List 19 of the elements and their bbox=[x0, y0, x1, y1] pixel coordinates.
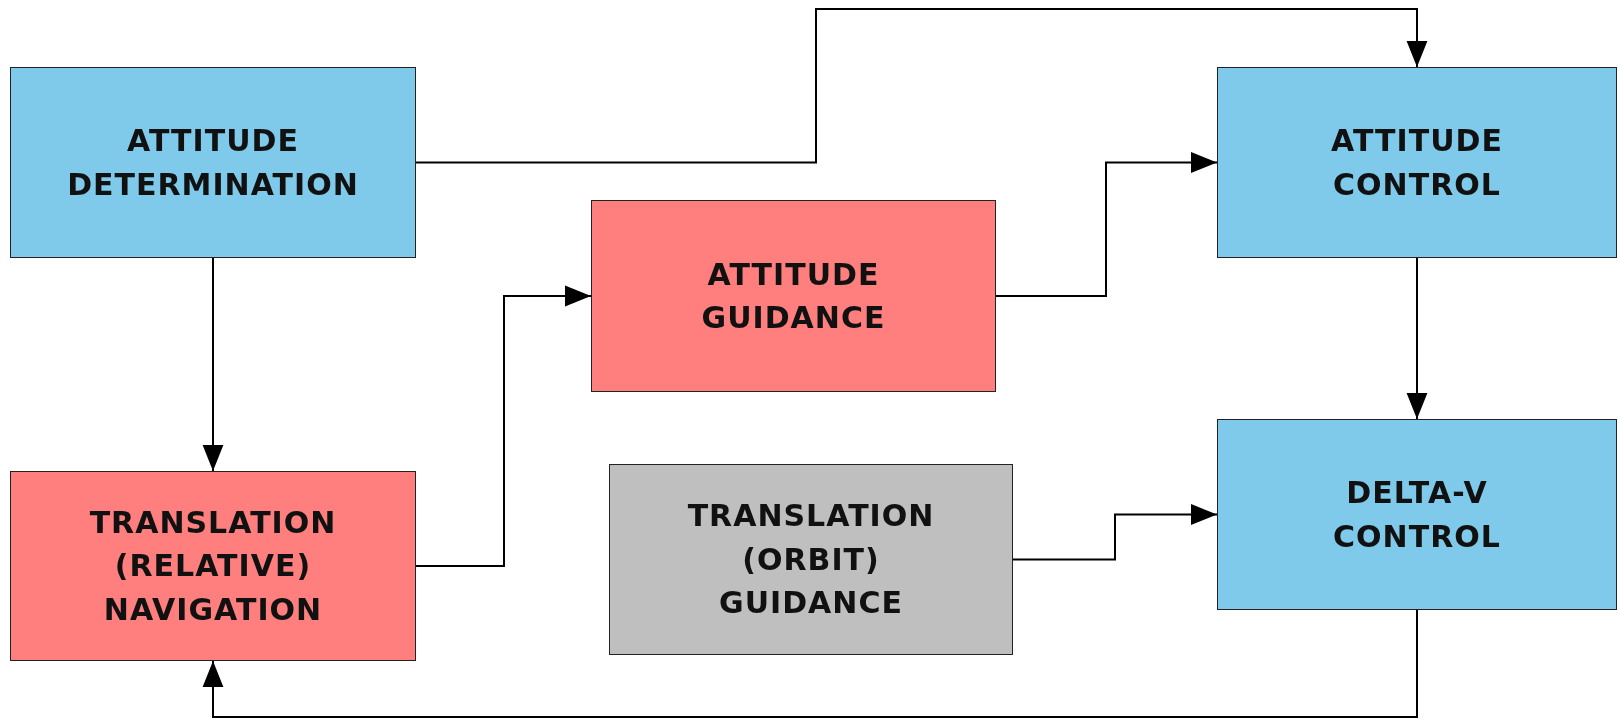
process-box bbox=[591, 200, 996, 392]
box-label: TRANSLATION (ORBIT) GUIDANCE bbox=[686, 497, 936, 623]
arrow bbox=[995, 152, 1218, 297]
box-label: ATTITUDE GUIDANCE bbox=[700, 255, 887, 337]
process-box bbox=[609, 464, 1013, 655]
process-box bbox=[10, 471, 416, 661]
process-box bbox=[10, 67, 416, 258]
box-label: TRANSLATION (RELATIVE) NAVIGATION bbox=[88, 503, 338, 629]
arrow bbox=[415, 8, 1428, 164]
process-box bbox=[1217, 419, 1617, 610]
arrow bbox=[1406, 257, 1428, 420]
box-label: ATTITUDE CONTROL bbox=[1330, 122, 1504, 204]
box-label: ATTITUDE DETERMINATION bbox=[66, 122, 360, 204]
arrow bbox=[202, 257, 224, 472]
arrow bbox=[1012, 504, 1218, 561]
arrow bbox=[415, 285, 592, 567]
box-label: DELTA-V CONTROL bbox=[1332, 474, 1502, 556]
arrow bbox=[202, 609, 1418, 718]
process-box bbox=[1217, 67, 1617, 258]
